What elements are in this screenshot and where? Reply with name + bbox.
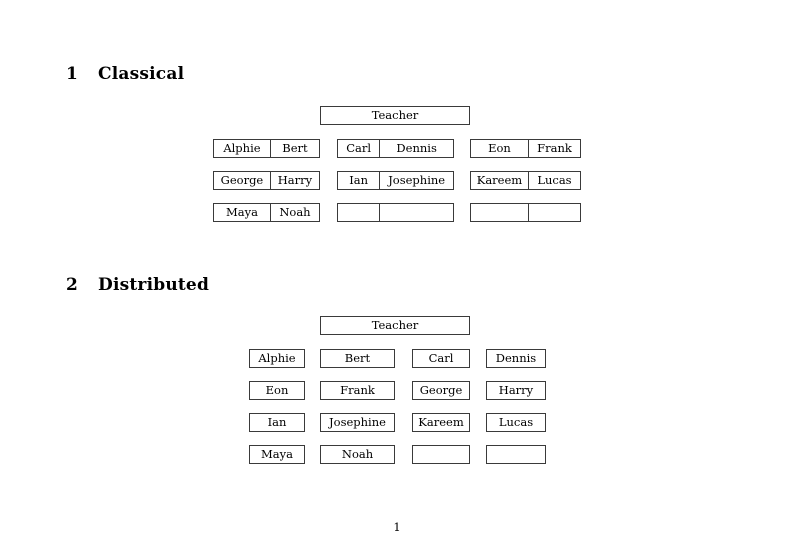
section-heading-distributed: 2 Distributed xyxy=(66,275,209,295)
section-number: 2 xyxy=(66,275,79,295)
seat-box: Ian xyxy=(249,413,305,432)
seat-box: Frank xyxy=(320,381,395,400)
seat-cell: Bert xyxy=(269,140,319,157)
teacher-box-distributed: Teacher xyxy=(320,316,470,335)
seat-cell: Lucas xyxy=(527,172,580,189)
seat-cell: Ian xyxy=(349,173,369,187)
seat-box: Bert xyxy=(320,349,395,368)
seat-group: Carl Dennis xyxy=(337,139,454,158)
seat-group: Maya Noah xyxy=(213,203,320,222)
seat-cell: George xyxy=(220,173,264,187)
seat-box: Harry xyxy=(486,381,546,400)
seat-group-empty xyxy=(337,203,454,222)
seat-box-empty xyxy=(412,445,470,464)
seat-group: Kareem Lucas xyxy=(470,171,581,190)
seat-cell: Alphie xyxy=(223,141,261,155)
seat-group: Ian Josephine xyxy=(337,171,454,190)
seat-cell: Frank xyxy=(527,140,580,157)
seat-group: Alphie Bert xyxy=(213,139,320,158)
seat-box: Alphie xyxy=(249,349,305,368)
seat-box: Eon xyxy=(249,381,305,400)
seat-box-empty xyxy=(486,445,546,464)
page-number: 1 xyxy=(393,520,401,534)
seat-group-empty xyxy=(470,203,581,222)
teacher-box-classical: Teacher xyxy=(320,106,470,125)
seat-box: Noah xyxy=(320,445,395,464)
seat-cell: Harry xyxy=(269,172,319,189)
section-number: 1 xyxy=(66,64,79,84)
seat-cell-empty xyxy=(471,204,528,221)
seat-cell: Dennis xyxy=(379,140,453,157)
section-heading-classical: 1 Classical xyxy=(66,64,184,84)
seat-box: Carl xyxy=(412,349,470,368)
seat-group: George Harry xyxy=(213,171,320,190)
seat-box: Dennis xyxy=(486,349,546,368)
seat-cell: Josephine xyxy=(379,172,453,189)
seat-box: George xyxy=(412,381,470,400)
seat-box: Josephine xyxy=(320,413,395,432)
seat-cell-empty xyxy=(527,204,580,221)
seat-cell-empty xyxy=(338,204,379,221)
seat-cell: Eon xyxy=(488,141,511,155)
seat-box: Lucas xyxy=(486,413,546,432)
seat-cell: Carl xyxy=(346,141,372,155)
seat-box: Maya xyxy=(249,445,305,464)
seat-cell-empty xyxy=(379,204,453,221)
section-title: Classical xyxy=(98,64,185,84)
section-title: Distributed xyxy=(98,275,210,295)
seat-cell: Maya xyxy=(225,205,258,219)
seat-cell: Noah xyxy=(269,204,319,221)
seat-group: Eon Frank xyxy=(470,139,581,158)
seat-cell: Kareem xyxy=(476,173,523,187)
seat-box: Kareem xyxy=(412,413,470,432)
